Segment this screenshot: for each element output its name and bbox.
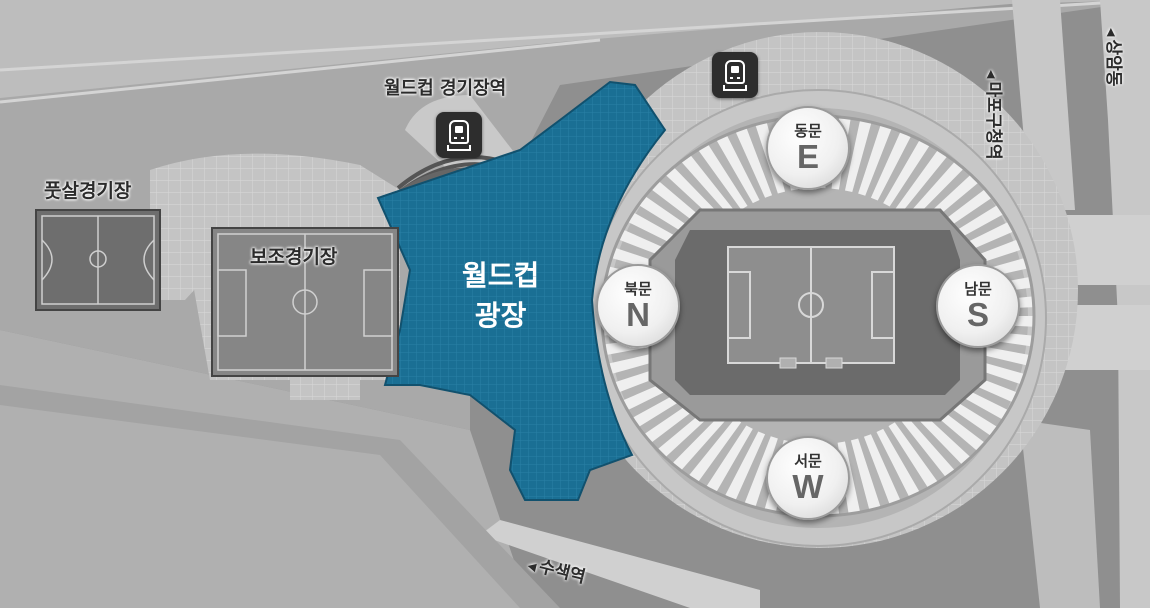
seating-stripe [888,422,939,489]
seating-stripe [680,154,737,218]
seating-stripe [899,414,956,478]
mapo-gu-office-direction: ◀ 마포구청역 [983,70,1008,160]
subway-icon[interactable] [712,52,758,98]
gate-south-letter: S [966,296,989,333]
seating-stripe [894,149,948,214]
futsal-stadium-label: 풋살경기장 [44,180,132,202]
seating-stripe [724,431,766,501]
gate-north-name: 북문 [624,280,652,298]
seating-stripe [744,436,778,508]
seating-stripe [876,428,920,498]
seating-stripe [883,139,930,207]
gate-south-name: 남문 [964,280,992,298]
seating-stripe [735,127,773,198]
seating-stripe [688,418,742,483]
sangam-direction: ◀ 상암동 [1103,28,1128,86]
seating-stripe [905,161,964,222]
gate-east[interactable]: 동문 E [766,106,850,190]
seating-stripe [870,131,912,201]
gate-south[interactable]: 남문 S [936,264,1020,348]
plaza-label-line2: 광장 [474,299,527,332]
mapo-gu-office-label: 마포구청역 [983,81,1003,160]
worldcup-plaza-label[interactable]: 월드컵 광장 [462,256,539,336]
gate-east-letter: E [796,138,819,175]
seating-stripe [672,410,731,471]
gate-east-name: 동문 [794,122,822,140]
sangam-label: 상암동 [1103,39,1123,87]
arrow-up-icon: ◀ [1105,28,1118,37]
gate-west-name: 서문 [794,452,822,470]
gate-west-letter: W [792,468,824,505]
seating-stripe [716,134,760,204]
seating-stripe [697,143,748,210]
gate-north[interactable]: 북문 N [596,264,680,348]
subway-icon[interactable] [436,112,482,158]
worldcup-station-label: 월드컵 경기장역 [384,78,507,99]
seating-stripe [858,124,892,196]
seating-stripe [706,425,753,493]
plaza-label-line1: 월드컵 [462,259,540,292]
gate-west[interactable]: 서문 W [766,436,850,520]
arrow-up-icon: ◀ [985,70,998,79]
seating-stripe [863,434,901,505]
arrow-left-icon: ◀ [526,559,538,574]
seating-stripe [850,438,881,511]
auxiliary-stadium-label: 보조경기장 [250,246,338,268]
seating-stripe [844,119,872,192]
gate-north-letter: N [626,296,650,333]
